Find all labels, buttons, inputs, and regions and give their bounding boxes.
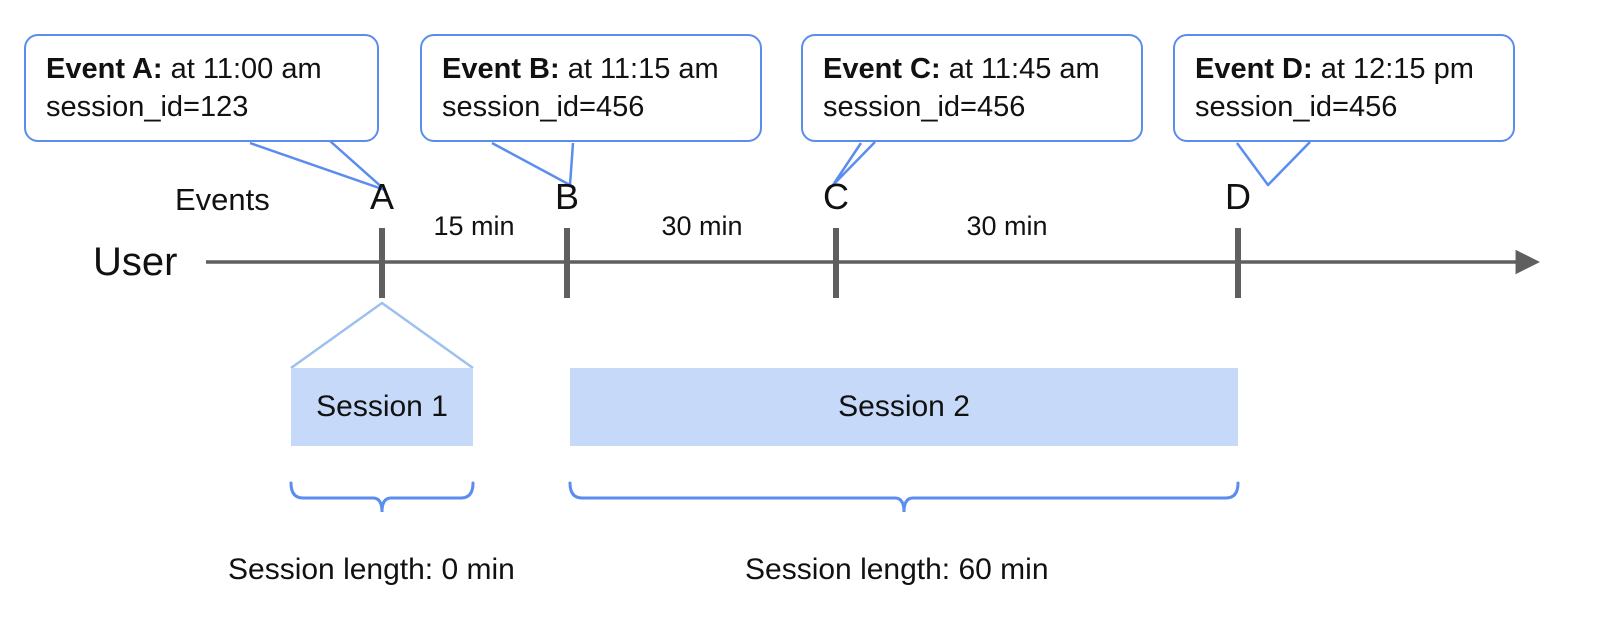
callout-event-a: Event A: at 11:00 am session_id=123 [24,34,379,142]
callout-event-b-session: session_id=456 [442,91,645,124]
gap-label-c-d: 30 min [966,211,1048,241]
callout-event-c-time: at 11:45 am [940,53,1100,85]
callout-event-b: Event B: at 11:15 am session_id=456 [420,34,762,142]
callout-event-c-session: session_id=456 [823,91,1026,124]
session-bar-1: Session 1 [291,368,473,446]
callout-event-b-name: Event B: [442,53,560,85]
session-bar-2: Session 2 [570,368,1238,446]
user-row-label: User [93,240,178,284]
gap-label-a-b: 15 min [433,211,515,241]
tick-label-b: B [554,176,579,217]
callout-event-c: Event C: at 11:45 am session_id=456 [801,34,1143,142]
callout-tail-d [1235,141,1311,187]
callout-event-b-time: at 11:15 am [559,53,719,85]
callout-event-d-name: Event D: [1195,53,1313,85]
tick-label-d: D [1225,176,1251,217]
session-bar-1-label: Session 1 [316,390,448,423]
session-1-length-caption: Session length: 0 min [228,553,515,586]
callout-event-c-name: Event C: [823,53,941,85]
callout-tail-a [249,140,387,192]
callout-event-a-name: Event A: [46,53,163,85]
session1-connector [290,301,474,370]
callout-event-a-session: session_id=123 [46,91,249,124]
events-row-label: Events [175,182,270,217]
session-bar-2-label: Session 2 [838,390,970,423]
callout-tail-b [491,141,575,187]
callout-tail-c [831,141,876,187]
callout-event-d: Event D: at 12:15 pm session_id=456 [1173,34,1515,142]
session2-brace [568,481,1240,513]
tick-label-c: C [823,176,849,217]
gap-label-b-c: 30 min [661,211,743,241]
callout-event-d-session: session_id=456 [1195,91,1398,124]
callout-event-a-time: at 11:00 am [162,53,322,85]
session1-brace [289,481,475,513]
callout-event-d-time: at 12:15 pm [1312,53,1474,85]
tick-label-a: A [369,176,394,217]
session-2-length-caption: Session length: 60 min [745,553,1049,586]
